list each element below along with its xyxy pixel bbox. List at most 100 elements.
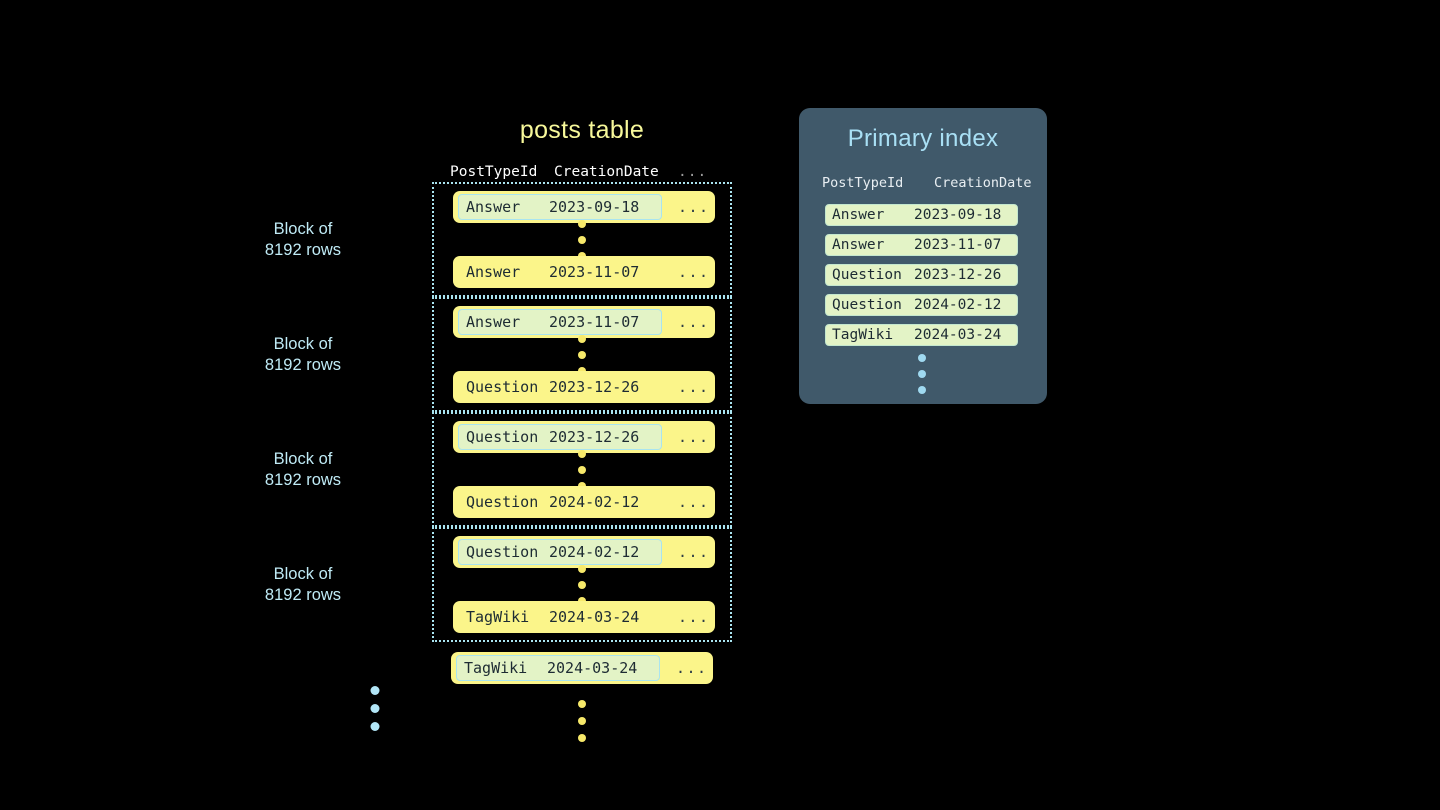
dot bbox=[370, 686, 380, 695]
index-row[interactable]: Answer 2023-09-18 bbox=[825, 204, 1018, 226]
cell-ellipsis: ... bbox=[678, 263, 710, 281]
cell-creationdate: 2024-02-12 bbox=[549, 543, 640, 561]
block-label-line2: 8192 rows bbox=[264, 470, 342, 489]
index-cell-posttypeid: Answer bbox=[832, 207, 885, 223]
index-row[interactable]: TagWiki 2024-03-24 bbox=[825, 324, 1018, 346]
dot bbox=[578, 564, 586, 573]
cell-creationdate: 2023-12-26 bbox=[549, 378, 640, 396]
table-row[interactable]: Answer 2023-11-07 ... bbox=[453, 306, 715, 338]
posts-table-column-headers: PostTypeId CreationDate ... bbox=[432, 164, 732, 182]
row-continuation-dots bbox=[578, 219, 586, 260]
index-column-header-posttypeid: PostTypeId bbox=[822, 175, 904, 191]
table-row[interactable]: TagWiki 2024-03-24 ... bbox=[453, 601, 715, 633]
index-cell-creationdate: 2024-02-12 bbox=[914, 297, 1002, 313]
table-block: Block of 8192 rows Answer 2023-11-07 ...… bbox=[265, 297, 732, 412]
table-row[interactable]: Question 2024-02-12 ... bbox=[453, 536, 715, 568]
cell-posttypeid: TagWiki bbox=[466, 608, 530, 626]
posts-table-group: posts table PostTypeId CreationDate ... … bbox=[265, 116, 732, 742]
table-row[interactable]: Answer 2023-09-18 ... bbox=[453, 191, 715, 223]
block-label: Block of 8192 rows bbox=[228, 219, 378, 261]
table-row[interactable]: Answer 2023-11-07 ... bbox=[453, 256, 715, 288]
row-key-highlight bbox=[458, 194, 662, 220]
block-label-line1: Block of bbox=[273, 449, 333, 468]
index-cell-posttypeid: Question bbox=[832, 267, 902, 283]
dot bbox=[578, 580, 586, 589]
row-key-highlight bbox=[456, 655, 660, 681]
table-row[interactable]: TagWiki 2024-03-24 ... bbox=[451, 652, 713, 684]
blocks-continuation-dots bbox=[370, 686, 380, 731]
column-header-creationdate: CreationDate bbox=[554, 164, 659, 180]
index-row[interactable]: Question 2023-12-26 bbox=[825, 264, 1018, 286]
cell-posttypeid: Question bbox=[466, 493, 539, 511]
cell-ellipsis: ... bbox=[676, 659, 708, 677]
index-row[interactable]: Answer 2023-11-07 bbox=[825, 234, 1018, 256]
dot bbox=[578, 334, 586, 343]
cell-ellipsis: ... bbox=[678, 493, 710, 511]
block-label-line2: 8192 rows bbox=[264, 585, 342, 604]
cell-posttypeid: Answer bbox=[466, 263, 521, 281]
row-key-highlight bbox=[458, 424, 662, 450]
column-header-posttypeid: PostTypeId bbox=[450, 164, 538, 180]
index-cell-posttypeid: Question bbox=[832, 297, 902, 313]
table-row[interactable]: Question 2023-12-26 ... bbox=[453, 421, 715, 453]
dot bbox=[370, 722, 380, 731]
dot bbox=[578, 717, 586, 725]
index-cell-creationdate: 2023-12-26 bbox=[914, 267, 1002, 283]
index-column-header-creationdate: CreationDate bbox=[934, 175, 1032, 191]
primary-index-panel: Primary index PostTypeId CreationDate An… bbox=[799, 108, 1047, 404]
cell-posttypeid: Question bbox=[466, 428, 539, 446]
row-key-highlight bbox=[458, 309, 662, 335]
row-continuation-dots bbox=[578, 564, 586, 605]
cell-ellipsis: ... bbox=[678, 543, 710, 561]
dot bbox=[578, 481, 586, 490]
cell-creationdate: 2024-03-24 bbox=[547, 659, 638, 677]
cell-ellipsis: ... bbox=[678, 198, 710, 216]
index-cell-creationdate: 2023-09-18 bbox=[914, 207, 1002, 223]
row-continuation-dots bbox=[578, 449, 586, 490]
cell-ellipsis: ... bbox=[678, 313, 710, 331]
block-label-line2: 8192 rows bbox=[264, 355, 342, 374]
cell-posttypeid: Answer bbox=[466, 313, 521, 331]
dot bbox=[578, 219, 586, 228]
dot bbox=[578, 465, 586, 474]
block-label: Block of 8192 rows bbox=[228, 334, 378, 376]
table-block: Block of 8192 rows Question 2023-12-26 .… bbox=[265, 412, 732, 527]
cell-posttypeid: Question bbox=[466, 378, 539, 396]
dot bbox=[370, 704, 380, 713]
table-row[interactable]: Question 2023-12-26 ... bbox=[453, 371, 715, 403]
index-cell-creationdate: 2024-03-24 bbox=[914, 327, 1002, 343]
index-cell-creationdate: 2023-11-07 bbox=[914, 237, 1002, 253]
cell-posttypeid: TagWiki bbox=[464, 659, 528, 677]
cell-posttypeid: Answer bbox=[466, 198, 521, 216]
index-row[interactable]: Question 2024-02-12 bbox=[825, 294, 1018, 316]
dot bbox=[578, 251, 586, 260]
cell-ellipsis: ... bbox=[678, 608, 710, 626]
trailing-row-container: TagWiki 2024-03-24 ... bbox=[432, 652, 732, 742]
dot bbox=[578, 235, 586, 244]
dot bbox=[578, 596, 586, 605]
block-label-line1: Block of bbox=[273, 219, 333, 238]
dot bbox=[917, 386, 926, 394]
cell-ellipsis: ... bbox=[678, 378, 710, 396]
primary-index-rows: Answer 2023-09-18 Answer 2023-11-07 Ques… bbox=[799, 204, 1047, 346]
block-label-line1: Block of bbox=[273, 564, 333, 583]
index-cell-posttypeid: TagWiki bbox=[832, 327, 894, 343]
block-label-line1: Block of bbox=[273, 334, 333, 353]
posts-table-title: posts table bbox=[519, 116, 645, 144]
cell-creationdate: 2024-02-12 bbox=[549, 493, 640, 511]
row-continuation-dots bbox=[578, 334, 586, 375]
dot bbox=[578, 734, 586, 742]
dot bbox=[917, 370, 926, 378]
primary-index-title: Primary index bbox=[847, 125, 999, 152]
dot bbox=[578, 449, 586, 458]
block-label: Block of 8192 rows bbox=[228, 449, 378, 491]
block-label-line2: 8192 rows bbox=[264, 240, 342, 259]
cell-creationdate: 2023-09-18 bbox=[549, 198, 640, 216]
column-header-ellipsis: ... bbox=[678, 164, 708, 180]
dot bbox=[578, 366, 586, 375]
cell-posttypeid: Question bbox=[466, 543, 539, 561]
dot bbox=[578, 350, 586, 359]
dot bbox=[578, 700, 586, 708]
index-cell-posttypeid: Answer bbox=[832, 237, 885, 253]
table-row[interactable]: Question 2024-02-12 ... bbox=[453, 486, 715, 518]
